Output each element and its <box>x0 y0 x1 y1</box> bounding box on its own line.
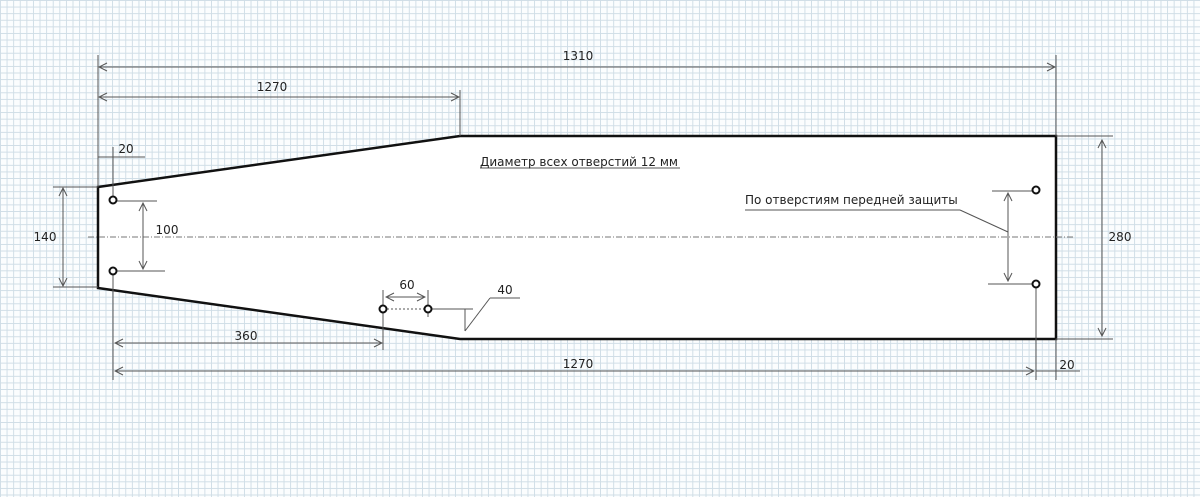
hole <box>108 195 118 205</box>
dim-overall-length: 1310 <box>563 49 594 63</box>
extension-lines <box>53 55 1113 380</box>
hole <box>108 266 118 276</box>
hole <box>378 304 388 314</box>
dim-left-height: 140 <box>34 230 57 244</box>
hole <box>1031 185 1041 195</box>
dim-taper-length-top: 1270 <box>257 80 288 94</box>
hole <box>1031 279 1041 289</box>
dim-edge-offset-top: 20 <box>118 142 133 156</box>
dim-bottom-hole-offset: 360 <box>235 329 258 343</box>
dim-right-height: 280 <box>1109 230 1132 244</box>
note-hole-diameter: Диаметр всех отверстий 12 мм <box>480 155 678 169</box>
dim-bottom-hole-spacing: 60 <box>399 278 414 292</box>
dim-bottom-length: 1270 <box>563 357 594 371</box>
dimension-arrows <box>63 67 1102 371</box>
hole <box>423 304 433 314</box>
dim-left-hole-spacing: 100 <box>156 223 179 237</box>
dim-bottom-hole-edge: 40 <box>497 283 512 297</box>
dim-edge-offset-bottom: 20 <box>1059 358 1074 372</box>
note-front-guard: По отверстиям передней защиты <box>745 193 958 207</box>
holes <box>108 185 1041 314</box>
